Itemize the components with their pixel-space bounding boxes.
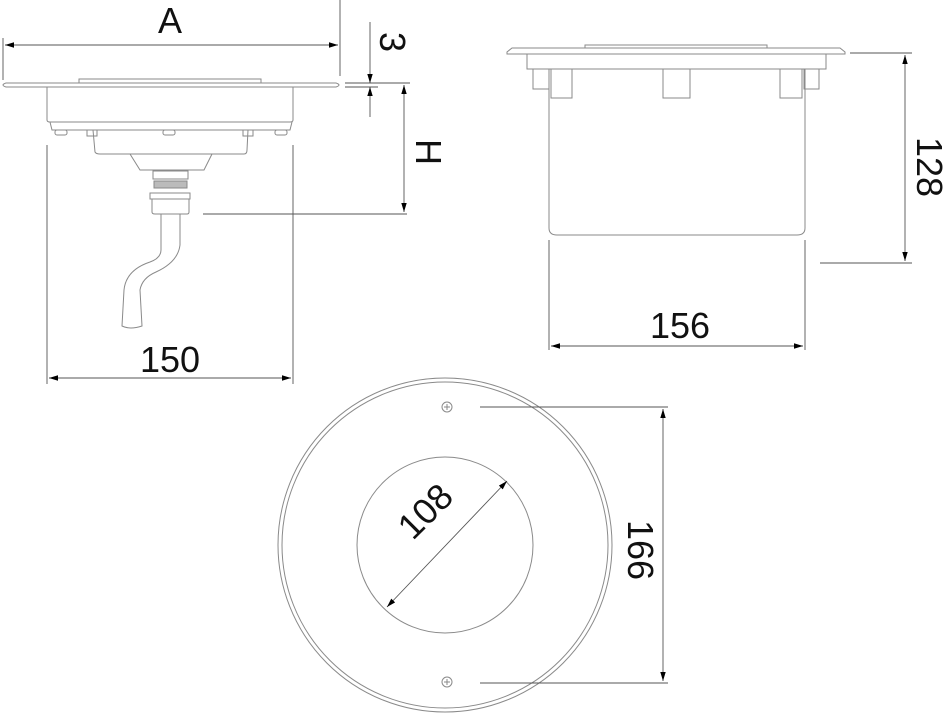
screw-icon — [441, 676, 453, 688]
dim-label-150: 150 — [140, 339, 200, 380]
dim-label-108: 108 — [389, 475, 460, 546]
front-view: 156 128 — [506, 44, 943, 350]
dim-label-a: A — [158, 0, 182, 41]
dim-label-128: 128 — [909, 137, 943, 197]
dim-label-h: H — [408, 139, 449, 165]
inner-opening — [356, 456, 534, 634]
top-view: 166 108 — [277, 377, 668, 713]
side-view: A 150 3 H — [2, 0, 449, 384]
dim-label-3: 3 — [372, 32, 413, 52]
side-view-body — [2, 78, 340, 329]
screw-icon — [441, 401, 453, 413]
dim-label-166: 166 — [620, 520, 661, 580]
dim-label-156: 156 — [650, 305, 710, 346]
front-view-body — [506, 44, 846, 236]
outer-ring — [277, 377, 613, 713]
side-view-dimensions: A 150 3 H — [2, 0, 449, 384]
front-view-dimensions: 156 128 — [548, 52, 943, 350]
dimension-line-108 — [386, 480, 508, 608]
